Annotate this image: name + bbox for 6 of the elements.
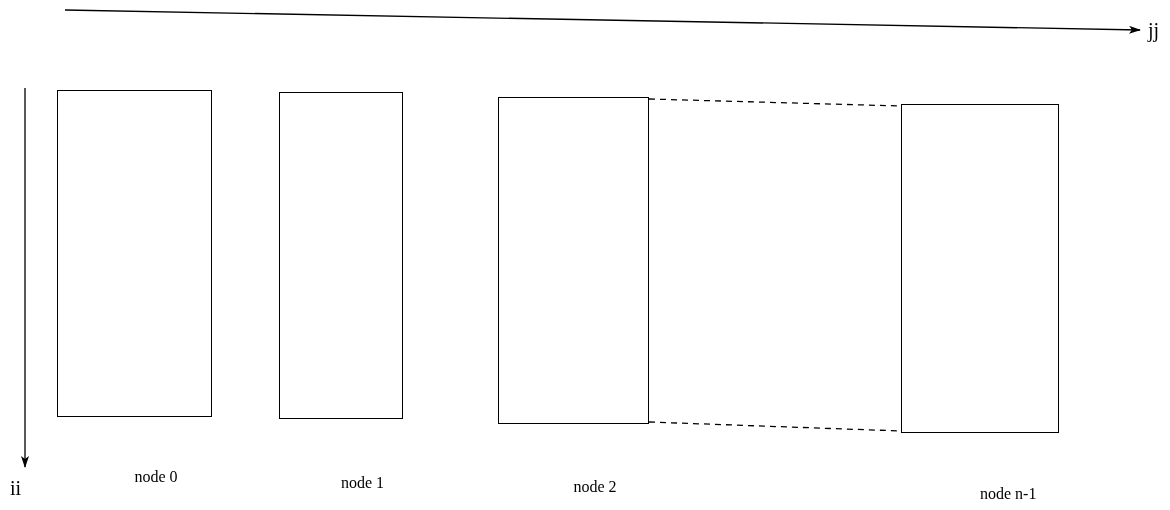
node-caption: node 2 [573,478,617,496]
axis-label: jj [1148,19,1160,41]
node-caption: node 0 [134,468,178,486]
axis-label: ii [10,477,22,499]
node-caption: node 1 [341,474,385,492]
node-caption: node n-1 [980,485,1037,503]
